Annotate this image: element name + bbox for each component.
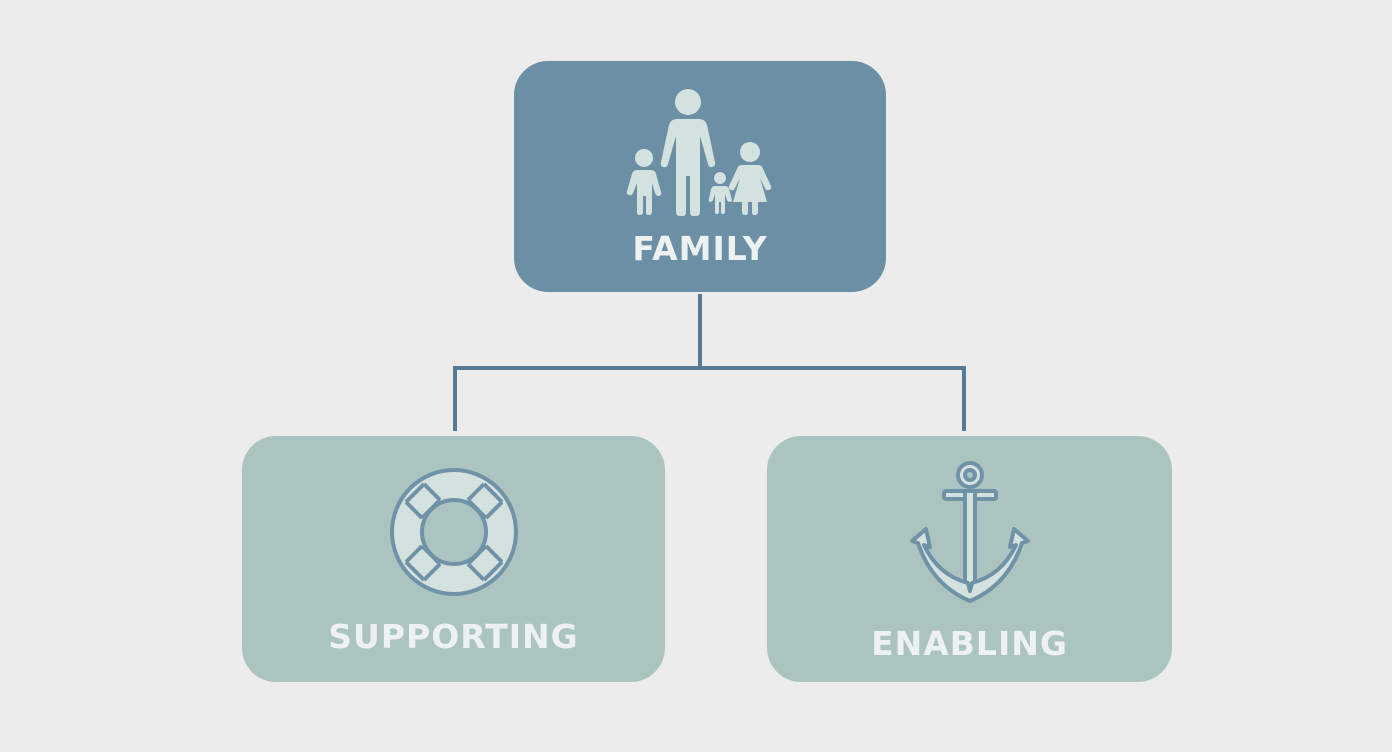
enabling-box: ENABLING — [767, 436, 1172, 682]
enabling-label: ENABLING — [871, 623, 1068, 663]
family-label: FAMILY — [632, 229, 768, 268]
anchor-icon — [908, 459, 1032, 605]
family-icon — [625, 88, 775, 218]
supporting-box: SUPPORTING — [242, 436, 665, 682]
supporting-label: SUPPORTING — [328, 616, 579, 656]
lifebuoy-icon — [388, 466, 520, 598]
family-box: FAMILY — [514, 61, 886, 292]
